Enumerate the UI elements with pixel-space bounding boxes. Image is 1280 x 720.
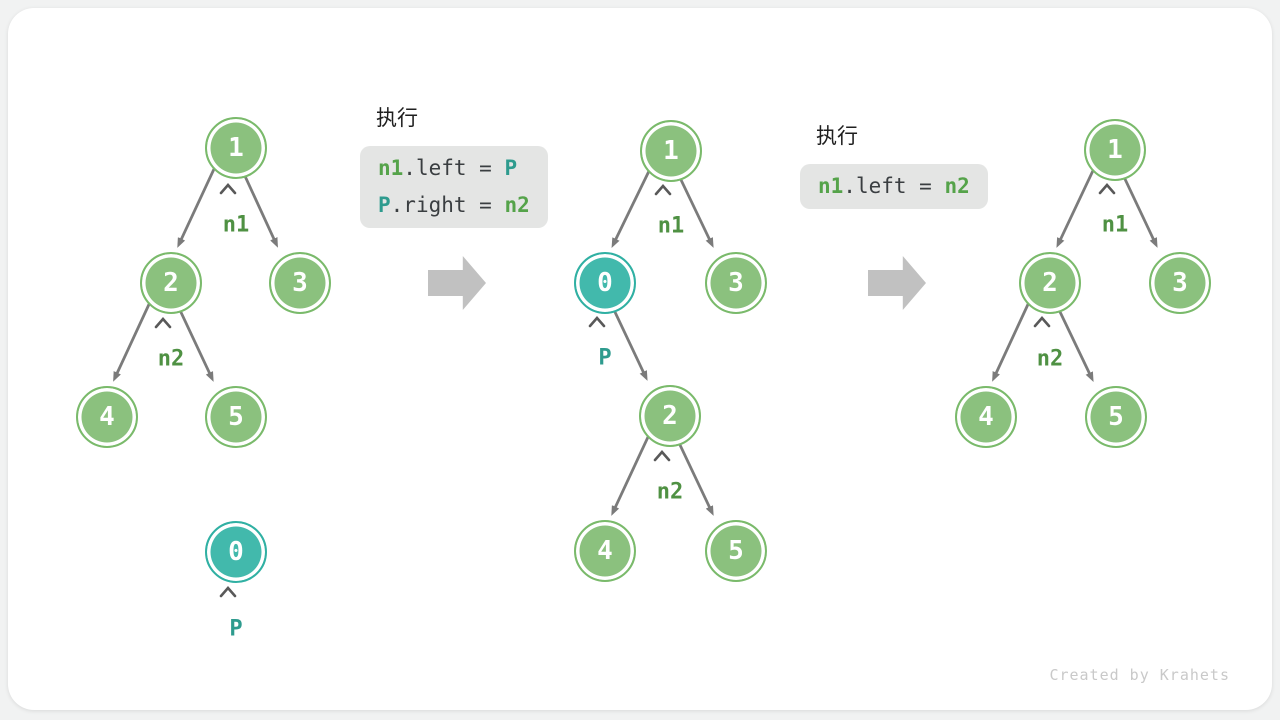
code-block: 执行 n1.left = P P.right = n2 [360,105,548,228]
caret-up-icon [653,450,671,462]
tree-node: 2 [140,252,202,314]
tree-node: 4 [574,520,636,582]
tree-node: 4 [76,386,138,448]
tree-node: 2 [639,385,701,447]
right-block-arrow-icon [428,256,486,310]
tree-edge [611,170,650,248]
code-line: n1.left = P [378,150,530,187]
code-title: 执行 [376,107,418,130]
tree-edge [113,303,151,382]
tree-node-highlighted: 0 [574,252,636,314]
code-token: .left = [843,174,945,198]
code-token: n1 [818,174,844,198]
watermark: Created by Krahets [1049,666,1230,684]
tree-edge [1056,170,1095,248]
code-token: .right = [390,193,505,217]
node-value: 1 [663,136,679,166]
caret-up-icon [219,183,237,195]
node-value: 0 [597,268,613,298]
code-box: n1.left = P P.right = n2 [360,146,548,228]
tree-node: 1 [640,120,702,182]
tree-node: 2 [1019,252,1081,314]
code-token: P [378,193,391,217]
tree-node: 5 [1085,386,1147,448]
node-value: 5 [228,402,244,432]
tree-node: 3 [269,252,331,314]
caret-up-icon [654,184,672,196]
node-value: 2 [163,268,179,298]
tree-node: 1 [1084,119,1146,181]
pointer-label: P [598,345,612,371]
node-value: 3 [728,268,744,298]
diagram-card: 1 2 3 4 5 0 n1 n2 P 执行 n1.left = P P.rig… [8,8,1272,710]
code-line: P.right = n2 [378,187,530,224]
pointer-label: n1 [1101,212,1129,238]
code-line: n1.left = n2 [818,168,970,205]
edges-overlay [113,168,1158,598]
node-value: 4 [99,402,115,432]
tree-edge [611,436,650,516]
node-value: 3 [1172,268,1188,298]
tree-node: 3 [705,252,767,314]
node-value: 2 [1042,268,1058,298]
caret-up-icon [154,317,172,329]
pointer-label: n2 [1036,346,1064,372]
node-value: 5 [728,536,744,566]
caret-up-icon [1098,183,1116,195]
code-token: n1 [378,156,404,180]
pointer-label: n1 [222,212,250,238]
code-token: n2 [504,193,530,217]
tree-node: 4 [955,386,1017,448]
code-title: 执行 [816,125,858,148]
node-value: 1 [228,133,244,163]
code-token: n2 [944,174,970,198]
pointer-label: n2 [157,346,185,372]
tree-edge [177,168,216,248]
node-value: 5 [1108,402,1124,432]
code-box: n1.left = n2 [800,164,988,209]
tree-edge [609,303,648,381]
tree-node: 5 [205,386,267,448]
tree-node: 5 [705,520,767,582]
caret-up-icon [219,586,237,598]
node-value: 2 [662,401,678,431]
caret-up-icon [588,316,606,328]
node-value: 3 [292,268,308,298]
node-value: 4 [978,402,994,432]
right-block-arrow-icon [868,256,926,310]
node-value: 1 [1107,135,1123,165]
code-block: 执行 n1.left = n2 [800,123,988,209]
node-value: 4 [597,536,613,566]
code-token: .left = [403,156,505,180]
node-value: 0 [228,537,244,567]
tree-node-highlighted: 0 [205,521,267,583]
tree-node: 3 [1149,252,1211,314]
pointer-label: P [229,616,243,642]
tree-edge [992,303,1030,382]
pointer-label: n2 [656,479,684,505]
caret-up-icon [1033,316,1051,328]
tree-node: 1 [205,117,267,179]
pointer-label: n1 [657,213,685,239]
code-token: P [504,156,518,180]
